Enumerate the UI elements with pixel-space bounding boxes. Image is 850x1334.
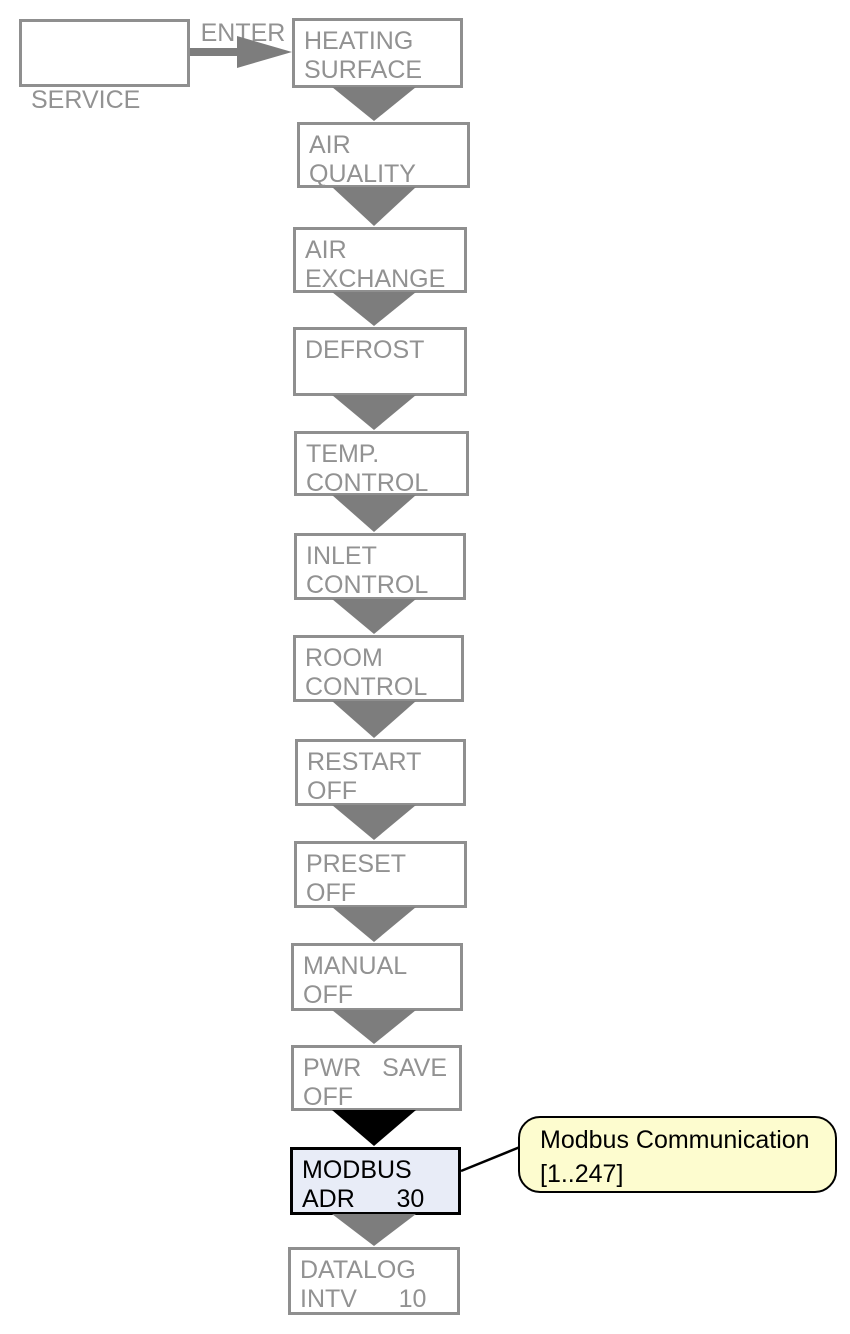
menu-box-label: EXCHANGE xyxy=(305,265,446,293)
down-arrow-icon xyxy=(332,907,416,942)
menu-box-label: ADR 30 xyxy=(302,1185,425,1213)
enter-arrow-head-icon xyxy=(237,36,292,68)
menu-box-label: INLET xyxy=(306,542,377,570)
menu-box-label: MANUAL xyxy=(303,952,408,980)
down-arrow-icon xyxy=(332,1010,416,1044)
down-arrow-icon xyxy=(332,805,416,840)
menu-box-label: DATALOG xyxy=(300,1256,416,1284)
menu-box-label: MODBUS xyxy=(302,1156,412,1184)
menu-box-label: ROOM xyxy=(305,644,383,672)
menu-box-label: OFF xyxy=(307,777,357,805)
callout-modbus-communication: Modbus Communication [1..247] xyxy=(518,1116,837,1193)
menu-box-label: RESTART xyxy=(307,748,422,776)
down-arrow-icon xyxy=(332,599,416,634)
callout-line: [1..247] xyxy=(540,1160,624,1188)
down-arrow-black-icon xyxy=(332,1110,416,1146)
menu-box-defrost: DEFROST xyxy=(293,327,467,396)
menu-box-label: DEFROST xyxy=(305,336,425,364)
down-arrow-icon xyxy=(332,395,416,430)
enter-arrow-shaft xyxy=(190,48,240,56)
menu-box-label: CONTROL xyxy=(306,571,429,599)
menu-box-label: INTV 10 xyxy=(300,1285,427,1313)
menu-box-service: SERVICE xyxy=(19,19,190,114)
menu-box-label: PRESET xyxy=(306,850,407,878)
down-arrow-icon xyxy=(332,87,416,121)
menu-box-label: CONTROL xyxy=(306,469,429,497)
menu-box-label: QUALITY xyxy=(309,160,416,188)
menu-box-label: SURFACE xyxy=(304,56,423,84)
down-arrow-icon xyxy=(332,1214,416,1246)
menu-box-label: SERVICE xyxy=(31,86,141,114)
menu-box-label: AIR xyxy=(309,131,351,159)
menu-box-label: AIR xyxy=(305,236,347,264)
callout-line: Modbus Communication xyxy=(540,1126,810,1154)
down-arrow-icon xyxy=(332,292,416,326)
menu-box-label: OFF xyxy=(306,879,356,907)
menu-box-label: HEATING xyxy=(304,27,414,55)
menu-box-label: TEMP. xyxy=(306,440,380,468)
menu-box-label: OFF xyxy=(303,981,353,1009)
menu-box-label: CONTROL xyxy=(305,673,428,701)
menu-box-temp-control: TEMP.CONTROL xyxy=(294,431,469,497)
down-arrow-icon xyxy=(332,495,416,532)
down-arrow-icon xyxy=(332,187,416,226)
menu-box-label: PWR SAVE xyxy=(303,1054,448,1082)
down-arrow-icon xyxy=(332,701,416,738)
menu-box-label: OFF xyxy=(303,1083,353,1111)
